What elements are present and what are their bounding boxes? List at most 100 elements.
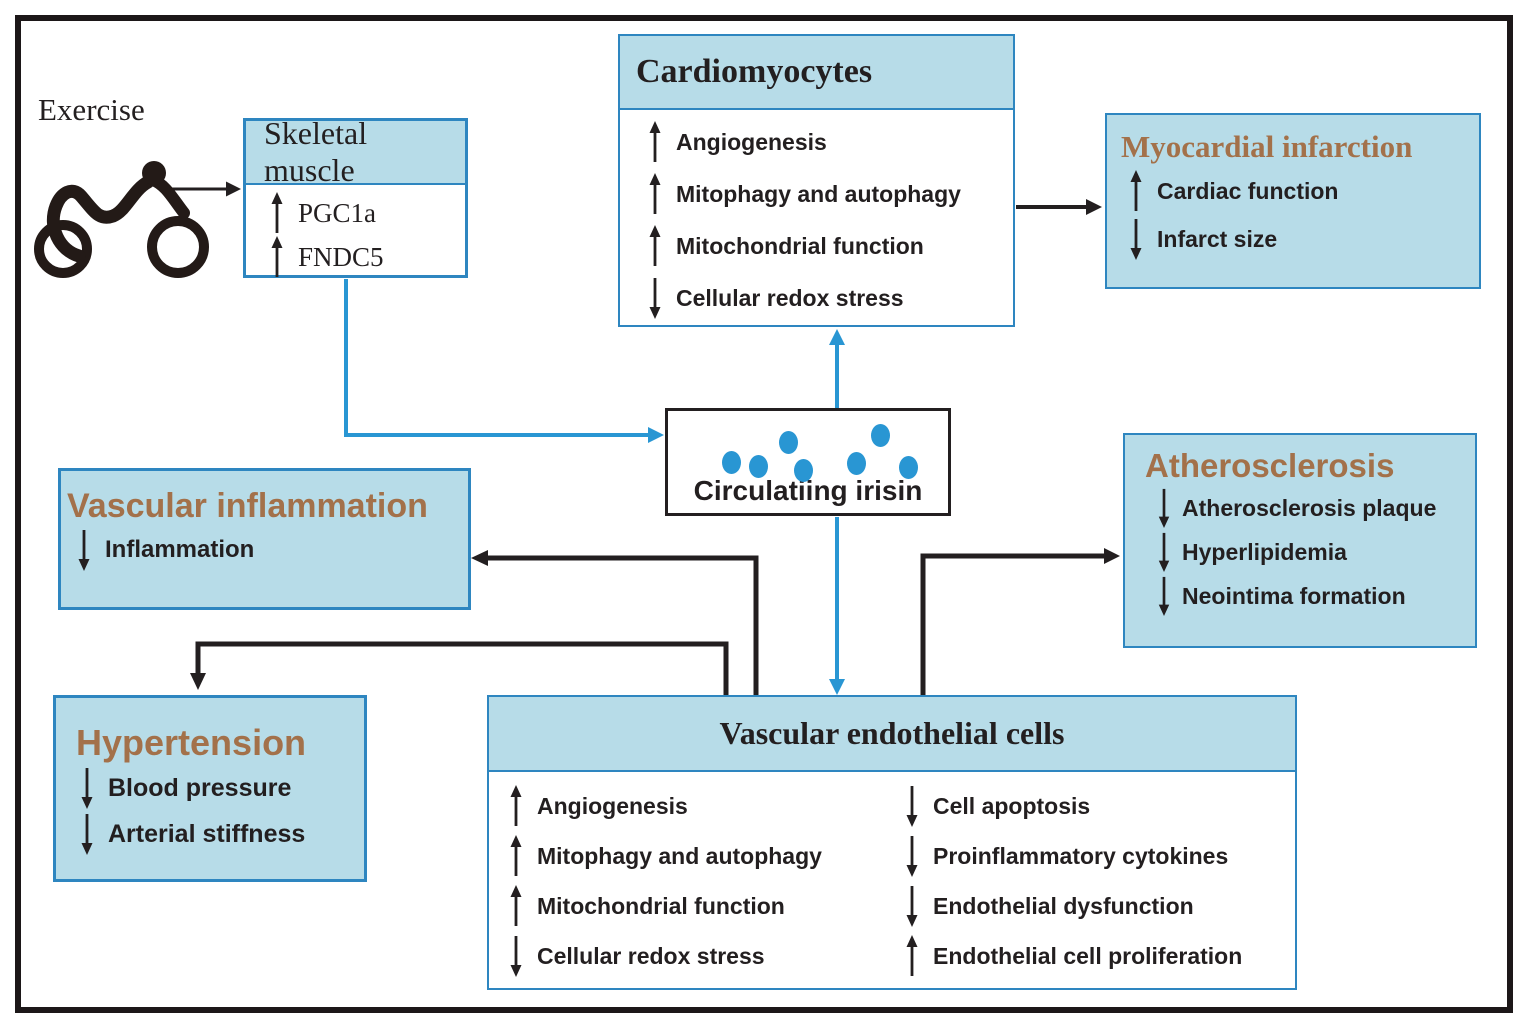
item-label: Mitochondrial function [676, 232, 924, 259]
irisin-dot [749, 455, 768, 478]
list-item: Inflammation [77, 528, 468, 572]
box-title: Atherosclerosis [1145, 447, 1395, 484]
item-label: Neointima formation [1182, 582, 1406, 609]
list-item: Blood pressure [80, 766, 364, 810]
up-arrow-icon [510, 885, 522, 926]
outer-frame [15, 15, 1513, 1013]
up-arrow-icon [1130, 170, 1142, 211]
up-arrow-icon [649, 225, 661, 266]
list-item: Proinflammatory cytokines [905, 834, 1242, 878]
list-item: Angiogenesis [648, 120, 1013, 164]
down-arrow-icon [649, 278, 661, 319]
item-label: Angiogenesis [537, 792, 688, 819]
down-arrow-icon [81, 768, 93, 809]
item-label: Hyperlipidemia [1182, 538, 1347, 565]
up-arrow-icon [906, 935, 918, 976]
up-arrow-icon [510, 835, 522, 876]
item-list: Inflammation [61, 526, 468, 572]
box-title: Vascular endothelial cells [719, 715, 1065, 751]
list-item: Hyperlipidemia [1157, 531, 1475, 573]
item-label: Angiogenesis [676, 128, 827, 155]
list-item: Atherosclerosis plaque [1157, 487, 1475, 529]
up-arrow-icon [271, 192, 283, 233]
list-item: Cell apoptosis [905, 784, 1242, 828]
down-arrow-icon [906, 836, 918, 877]
down-arrow-icon [1158, 532, 1170, 573]
list-item: Endothelial cell proliferation [905, 934, 1242, 978]
list-item: Angiogenesis [509, 784, 889, 828]
list-item: Neointima formation [1157, 575, 1475, 617]
box-title: Cardiomyocytes [636, 53, 873, 90]
box-title: Hypertension [76, 722, 307, 763]
item-label: FNDC5 [298, 241, 384, 272]
up-arrow-icon [649, 121, 661, 162]
list-item: Cellular redox stress [648, 276, 1013, 320]
down-arrow-icon [1130, 219, 1142, 260]
list-item: Endothelial dysfunction [905, 884, 1242, 928]
item-label: Arterial stiffness [108, 819, 306, 848]
list-item: FNDC5 [270, 235, 465, 279]
list-item: PGC1a [270, 191, 465, 235]
irisin-dot [794, 459, 813, 482]
vascular-inflammation-box: Vascular inflammation Inflammation [58, 468, 471, 610]
list-item: Mitochondrial function [648, 224, 1013, 268]
exercise-label: Exercise [38, 92, 145, 127]
item-label: Atherosclerosis plaque [1182, 494, 1437, 521]
item-label: Cardiac function [1157, 177, 1339, 204]
list-item: Infarct size [1129, 217, 1479, 261]
box-header: Skeletal muscle [246, 115, 465, 188]
item-label: PGC1a [298, 197, 377, 228]
item-label: Mitophagy and autophagy [676, 180, 961, 207]
item-label: Proinflammatory cytokines [933, 842, 1229, 869]
box-title: Myocardial infarction [1121, 129, 1413, 164]
box-title: Skeletal muscle [264, 115, 368, 188]
circulating-irisin-box: Circulatiing irisin [665, 408, 951, 516]
list-item: Cardiac function [1129, 169, 1479, 213]
up-arrow-icon [649, 173, 661, 214]
up-arrow-icon [510, 785, 522, 826]
item-label: Cellular redox stress [676, 284, 904, 311]
item-label: Blood pressure [108, 773, 292, 802]
irisin-dot [779, 431, 798, 454]
down-arrow-icon [1158, 488, 1170, 529]
item-label: Cellular redox stress [537, 942, 765, 969]
irisin-dot [871, 424, 890, 447]
irisin-dot [847, 452, 866, 475]
list-item: Mitophagy and autophagy [509, 834, 889, 878]
down-arrow-icon [906, 886, 918, 927]
irisin-dot [899, 456, 918, 479]
item-label: Endothelial cell proliferation [933, 942, 1243, 969]
down-arrow-icon [510, 936, 522, 977]
item-label: Mitochondrial function [537, 892, 785, 919]
irisin-dot [722, 451, 741, 474]
cyclist-icon [34, 161, 209, 278]
item-label: Cell apoptosis [933, 792, 1091, 819]
down-arrow-icon [1158, 576, 1170, 617]
list-item: Arterial stiffness [80, 812, 364, 856]
box-header: Vascular endothelial cells [489, 697, 1295, 772]
item-label: Mitophagy and autophagy [537, 842, 822, 869]
down-arrow-icon [78, 530, 90, 571]
item-label: Infarct size [1157, 225, 1278, 252]
down-arrow-icon [81, 814, 93, 855]
up-arrow-icon [271, 236, 283, 277]
box-header: Cardiomyocytes [620, 36, 1013, 110]
list-item: Cellular redox stress [509, 934, 889, 978]
item-label: Endothelial dysfunction [933, 892, 1194, 919]
list-item: Mitophagy and autophagy [648, 172, 1013, 216]
item-label: Inflammation [105, 536, 255, 563]
